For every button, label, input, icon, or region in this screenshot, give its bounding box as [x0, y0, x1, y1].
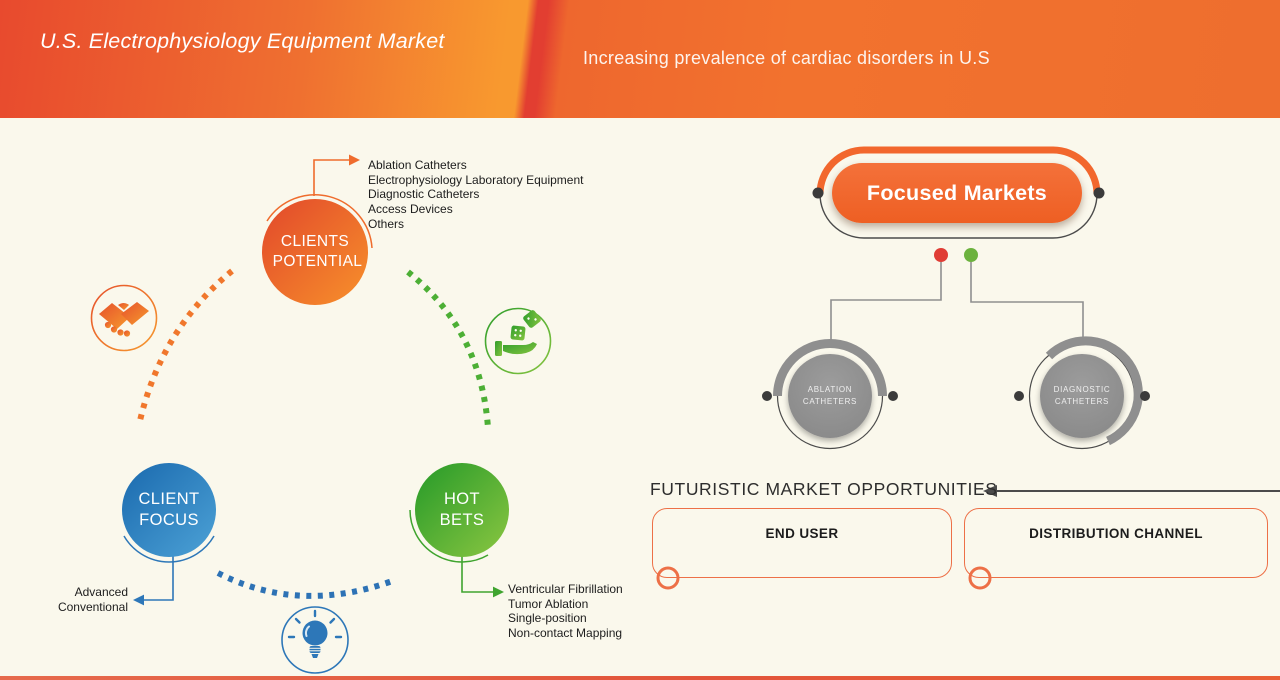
focused-markets-pill: Focused Markets	[832, 163, 1082, 223]
list-item: Conventional	[57, 599, 128, 614]
diagnostic-node-arc	[1045, 336, 1143, 446]
focused-markets-top-arc	[816, 146, 1101, 195]
list-item: Tumor Ablation	[508, 596, 589, 611]
bottom-accent-strip	[0, 676, 1280, 680]
list-item: Electrophysiology Laboratory Equipment	[368, 172, 584, 187]
diagnostic-node-right-dot	[1140, 391, 1150, 401]
arc-hot-bets	[409, 509, 489, 563]
arc-client-focus	[123, 535, 215, 563]
list-item: Non-contact Mapping	[508, 626, 623, 641]
header-band: U.S. Electrophysiology Equipment Market …	[0, 0, 1280, 118]
node-label: DIAGNOSTIC CATHETERS	[1053, 385, 1111, 406]
ablation-node-left-dot	[762, 391, 772, 401]
arrowhead-clients-potential	[349, 154, 360, 166]
arc-clients-potential	[266, 194, 373, 249]
focused-markets-right-dot	[1093, 187, 1105, 199]
end-user-label: END USER	[765, 526, 839, 541]
ablation-node-arc	[773, 339, 887, 397]
client-focus-list: Advanced Conventional	[28, 585, 128, 614]
red-dot	[934, 248, 948, 262]
list-item: Others	[368, 216, 405, 231]
clients-potential-circle: CLIENTS POTENTIAL	[262, 199, 368, 305]
diagnostic-catheters-node: DIAGNOSTIC CATHETERS	[1040, 354, 1124, 438]
ablation-catheters-node: ABLATION CATHETERS	[788, 354, 872, 438]
end-user-box: END USER	[652, 508, 952, 578]
diagnostic-node-left-dot	[1014, 391, 1024, 401]
futuristic-opportunities-heading: FUTURISTIC MARKET OPPORTUNITIES	[650, 479, 998, 499]
stem-red	[830, 262, 942, 341]
hot-bets-circle: HOT BETS	[415, 463, 509, 557]
distribution-channel-label: DISTRIBUTION CHANNEL	[1029, 526, 1203, 541]
connector-hot-bets	[461, 556, 494, 593]
green-dot	[964, 248, 978, 262]
list-item: Ablation Catheters	[368, 158, 467, 172]
arrowhead-hot-bets	[493, 586, 504, 598]
page-subtitle: Increasing prevalence of cardiac disorde…	[583, 48, 990, 68]
dice-in-hand-icon	[484, 307, 552, 375]
dotted-arc-orange	[136, 268, 234, 426]
list-item: Ventricular Fibrillation	[508, 582, 623, 596]
client-focus-circle: CLIENT FOCUS	[122, 463, 216, 557]
distribution-channel-box: DISTRIBUTION CHANNEL	[964, 508, 1268, 578]
connector-client-focus	[143, 556, 174, 601]
ablation-node-right-dot	[888, 391, 898, 401]
clients-potential-list: Ablation Catheters Electrophysiology Lab…	[368, 158, 583, 232]
dotted-arc-blue	[216, 570, 397, 599]
list-item: Access Devices	[368, 202, 453, 217]
clients-potential-label: CLIENTS POTENTIAL	[272, 233, 363, 270]
list-item: Single-position	[508, 611, 587, 626]
dotted-arc-green	[406, 269, 491, 429]
stem-green	[970, 262, 1084, 341]
focused-markets-left-dot	[812, 187, 824, 199]
futuristic-arrowhead	[983, 485, 997, 497]
client-focus-label: CLIENT FOCUS	[138, 489, 200, 529]
arrowhead-client-focus	[133, 594, 144, 606]
lightbulb-icon	[281, 606, 349, 674]
node-label: ABLATION CATHETERS	[802, 385, 858, 406]
list-item: Diagnostic Catheters	[368, 187, 480, 202]
hot-bets-list: Ventricular Fibrillation Tumor Ablation …	[508, 582, 623, 641]
connector-clients-potential	[313, 159, 350, 196]
list-item: Advanced	[74, 585, 128, 599]
handshake-icon	[90, 284, 158, 352]
hot-bets-label: HOT BETS	[439, 489, 485, 529]
page-title: U.S. Electrophysiology Equipment Market	[40, 29, 445, 53]
focused-markets-label: Focused Markets	[866, 180, 1048, 205]
